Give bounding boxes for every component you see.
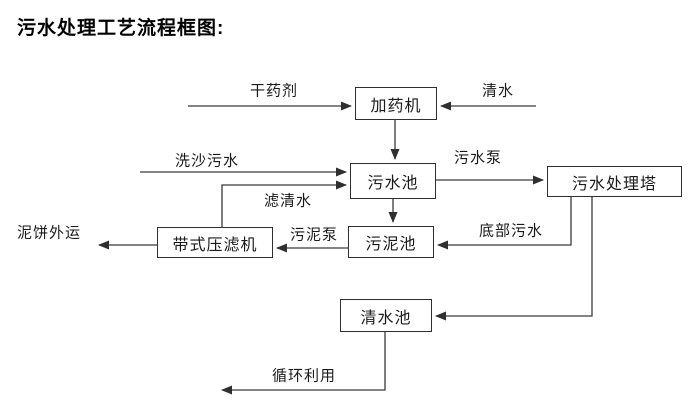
node-sludge-pool: 污泥池 (348, 226, 434, 258)
node-belt-filter-press: 带式压滤机 (157, 227, 273, 258)
node-treatment-tower: 污水处理塔 (547, 166, 682, 197)
node-clean-water-pool: 清水池 (340, 299, 432, 332)
label-recycle-use: 循环利用 (271, 367, 337, 385)
node-dosing-machine: 加药机 (355, 87, 437, 120)
label-sand-washing-sewage: 洗沙污水 (174, 152, 240, 170)
label-dry-agent: 干药剂 (249, 82, 299, 100)
label-sewage-pump: 污水泵 (453, 149, 503, 167)
node-belt-filter-press-label: 带式压滤机 (172, 236, 258, 254)
node-dosing-machine-label: 加药机 (370, 97, 422, 115)
node-clean-water-pool-label: 清水池 (360, 309, 412, 327)
node-sludge-pool-label: 污泥池 (365, 236, 417, 253)
label-clean-water: 清水 (481, 82, 515, 100)
label-mud-cake-out: 泥饼外运 (16, 224, 82, 242)
node-sewage-pool: 污水池 (350, 163, 436, 199)
edge-tower-bottom-sewage-to-sludge-pool (437, 197, 572, 250)
label-filtered-water: 滤清水 (263, 192, 313, 210)
label-sludge-pump: 污泥泵 (289, 226, 339, 244)
edge-tower-to-clean-pool (435, 197, 593, 321)
label-bottom-sewage: 底部污水 (478, 222, 544, 240)
edge-filtered-water-to-sewage-pool (221, 180, 347, 227)
edge-clean-pool-to-recycle (221, 332, 386, 395)
diagram-title: 污水处理工艺流程框图: (17, 18, 225, 39)
node-treatment-tower-label: 污水处理塔 (571, 175, 657, 193)
node-sewage-pool-label: 污水池 (367, 175, 419, 192)
